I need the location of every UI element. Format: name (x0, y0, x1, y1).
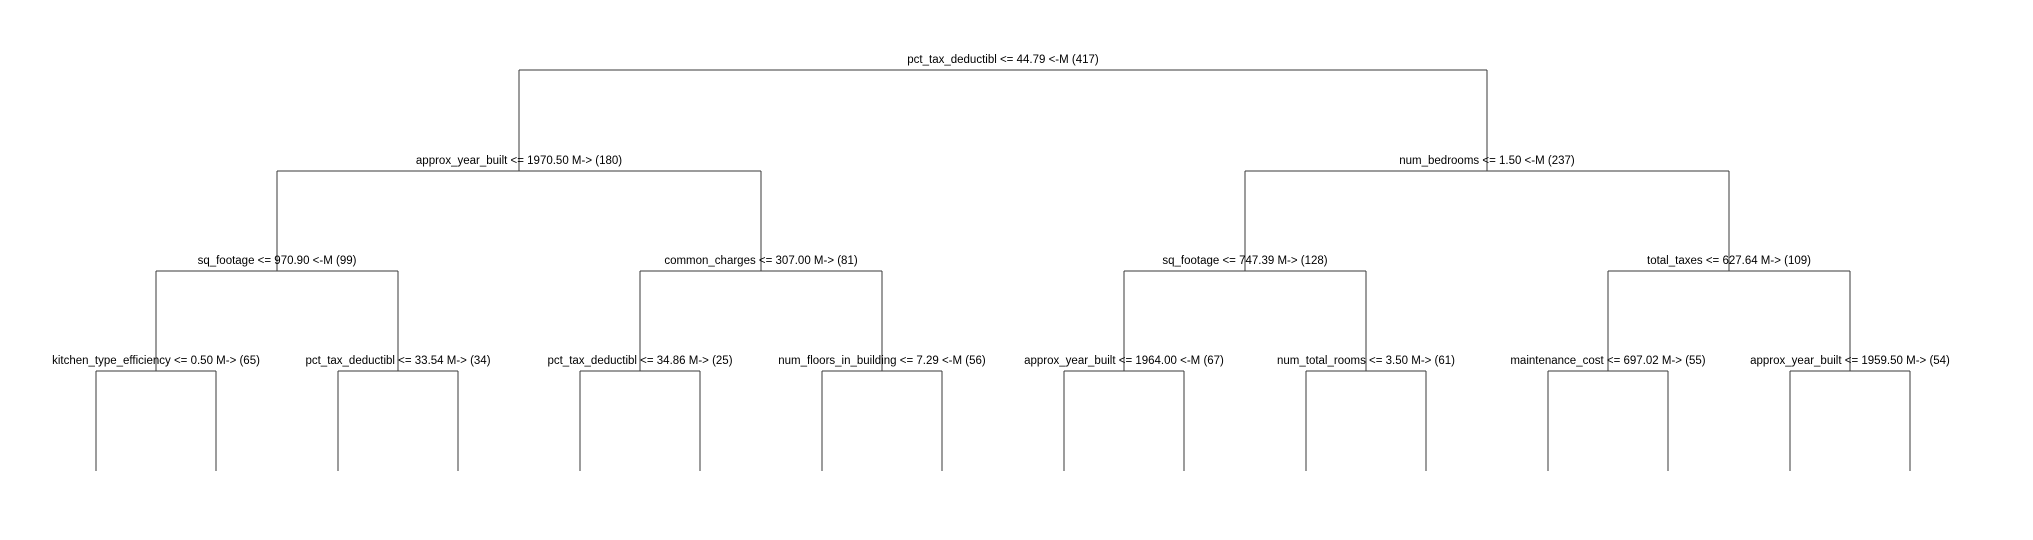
split-node-label: sq_footage <= 747.39 M-> (128) (1162, 255, 1327, 267)
split-node-label: maintenance_cost <= 697.02 M-> (55) (1510, 355, 1705, 367)
tree-node-labels: pct_tax_deductibl <= 44.79 <-M (417) appr… (52, 54, 1950, 367)
split-node-label: pct_tax_deductibl <= 34.86 M-> (25) (547, 355, 732, 367)
tree-edges (95, 69, 1911, 471)
split-node-label: pct_tax_deductibl <= 33.54 M-> (34) (305, 355, 490, 367)
split-node-label: num_total_rooms <= 3.50 M-> (61) (1277, 355, 1455, 367)
split-node-label: num_bedrooms <= 1.50 <-M (237) (1399, 155, 1575, 167)
split-node-label: approx_year_built <= 1959.50 M-> (54) (1750, 355, 1950, 367)
split-node-label: sq_footage <= 970.90 <-M (99) (198, 255, 357, 267)
split-node-label: approx_year_built <= 1964.00 <-M (67) (1024, 355, 1224, 367)
split-node-label: common_charges <= 307.00 M-> (81) (664, 255, 858, 267)
split-node-label: num_floors_in_building <= 7.29 <-M (56) (778, 355, 986, 367)
split-node-label: approx_year_built <= 1970.50 M-> (180) (416, 155, 622, 167)
split-node-label: kitchen_type_efficiency <= 0.50 M-> (65) (52, 355, 260, 367)
split-node-label: pct_tax_deductibl <= 44.79 <-M (417) (907, 54, 1099, 66)
split-node-label: total_taxes <= 627.64 M-> (109) (1647, 255, 1811, 267)
